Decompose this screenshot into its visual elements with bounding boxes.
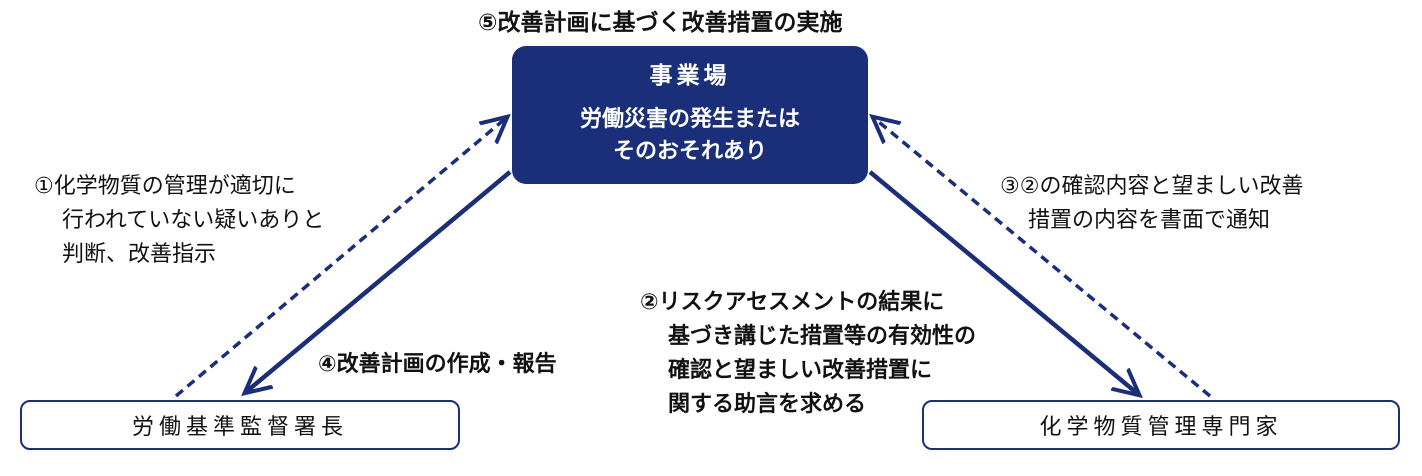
workplace-description: 労働災害の発生または そのおそれあり: [512, 104, 868, 168]
step2-line: ②リスクアセスメントの結果に: [640, 290, 945, 315]
arrow-step3-dashed: [874, 118, 1212, 398]
step4-label: ④改善計画の作成・報告: [318, 352, 557, 377]
step3-label: ③②の確認内容と望ましい改善 措置の内容を書面で通知: [1000, 170, 1303, 238]
workplace-desc-line: そのおそれあり: [612, 139, 767, 164]
workplace-desc-line: 労働災害の発生または: [579, 107, 800, 132]
arrow-step1-dashed: [174, 118, 506, 398]
arrow-step2-solid: [868, 170, 1138, 394]
step3-line: ③②の確認内容と望ましい改善: [1000, 174, 1304, 199]
step5-caption: ⑤改善計画に基づく改善措置の実施: [478, 10, 843, 36]
step2-label: ②リスクアセスメントの結果に 基づき講じた措置等の有効性の 確認と望ましい改善措…: [640, 286, 976, 422]
step1-line: ①化学物質の管理が適切に: [34, 174, 296, 199]
step1-line: 判断、改善指示: [62, 242, 217, 267]
step1-line: 行われていない疑いありと: [62, 208, 325, 233]
step1-label: ①化学物質の管理が適切に 行われていない疑いありと 判断、改善指示: [34, 170, 324, 272]
step2-line: 確認と望ましい改善措置に: [668, 358, 933, 383]
chemical-expert-node: 化学物質管理専門家: [922, 400, 1400, 450]
workplace-node: 事業場 労働災害の発生または そのおそれあり: [512, 46, 868, 184]
step2-line: 基づき講じた措置等の有効性の: [668, 324, 977, 349]
step2-line: 関する助言を求める: [668, 392, 867, 417]
arrow-step4-solid: [246, 170, 512, 392]
workplace-title: 事業場: [649, 63, 731, 89]
labor-standards-office-node: 労働基準監督署長: [20, 400, 460, 450]
step3-line: 措置の内容を書面で通知: [1028, 208, 1271, 233]
